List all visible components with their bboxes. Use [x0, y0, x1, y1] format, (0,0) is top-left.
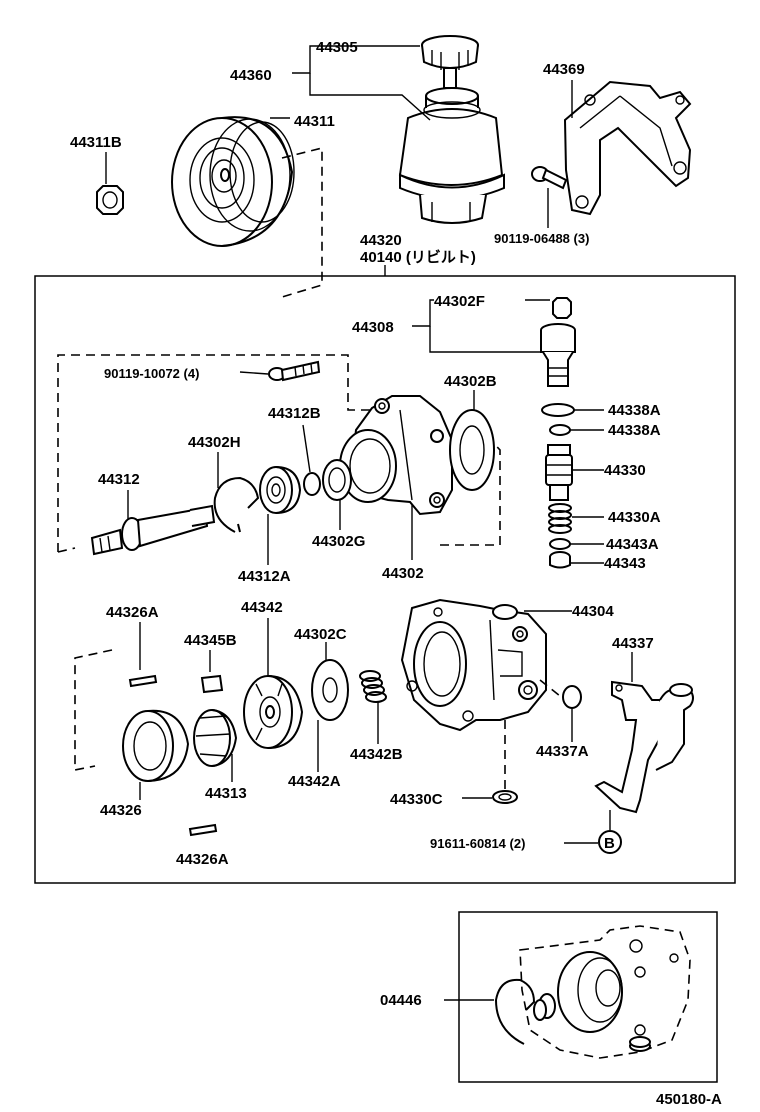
label-90119-06488: 90119-06488 (3)	[494, 231, 589, 246]
pulley	[171, 116, 295, 247]
label-44330: 44330	[604, 462, 646, 479]
suction-port	[594, 680, 694, 814]
label-44338A-2: 44338A	[608, 422, 661, 439]
label-44342B: 44342B	[350, 746, 403, 763]
label-44304: 44304	[572, 603, 614, 620]
label-44311B: 44311B	[70, 134, 122, 151]
label-44302B: 44302B	[444, 373, 497, 390]
label-44360: 44360	[230, 67, 272, 84]
leader-44312B	[302, 424, 311, 473]
label-44326: 44326	[100, 802, 142, 819]
label-44337: 44337	[612, 635, 654, 652]
cam-ring	[122, 709, 190, 782]
gasket	[449, 409, 495, 491]
label-44345B: 44345B	[184, 632, 237, 649]
label-44312B: 44312B	[268, 405, 321, 422]
label-44305: 44305	[316, 39, 358, 56]
label-44369: 44369	[543, 61, 585, 78]
front-group-dash-left	[57, 547, 76, 553]
label-44312: 44312	[98, 471, 140, 488]
label-44302F: 44302F	[434, 293, 485, 310]
diagram-code: 450180-A	[656, 1091, 722, 1108]
snap-ring-large	[213, 476, 260, 533]
label-44312A: 44312A	[238, 568, 291, 585]
label-44302G: 44302G	[312, 533, 365, 550]
cartridge-group-dash	[74, 649, 113, 771]
label-44326A-bottom: 44326A	[176, 851, 229, 868]
callout-b-circle	[598, 830, 622, 854]
label-44302: 44302	[382, 565, 424, 582]
seal-44330C	[492, 790, 518, 804]
label-44342A: 44342A	[288, 773, 341, 790]
label-44330C: 44330C	[390, 791, 443, 808]
bracket	[563, 80, 692, 216]
leader-90119-10072	[239, 371, 269, 375]
pulley-nut	[96, 185, 124, 215]
pin-44326A-bottom	[188, 823, 218, 837]
label-44342: 44342	[241, 599, 283, 616]
label-40140: 40140 (リビルト)	[360, 249, 476, 266]
label-44302H: 44302H	[188, 434, 241, 451]
reservoir-cap	[421, 35, 479, 89]
spring-44342B	[359, 670, 387, 703]
label-44343A: 44343A	[606, 536, 659, 553]
label-44326A-top: 44326A	[106, 604, 159, 621]
gasket-44302C	[311, 659, 349, 721]
valve-spring	[548, 503, 572, 534]
plug-44343	[549, 551, 571, 569]
leader-44360	[309, 73, 431, 121]
label-44337A: 44337A	[536, 743, 589, 760]
label-44343: 44343	[604, 555, 646, 572]
front-housing	[339, 395, 453, 516]
label-44311: 44311	[294, 113, 335, 130]
label-44313: 44313	[205, 785, 247, 802]
oil-seal	[322, 459, 352, 501]
reservoir-body	[398, 87, 505, 224]
leader-44305	[292, 45, 420, 74]
housing-bolt	[268, 360, 321, 382]
vane	[200, 674, 224, 694]
pulley-dash-link	[281, 146, 323, 298]
o-ring-44343A	[549, 538, 571, 550]
pin-44326A-top	[128, 674, 158, 688]
bracket-bolt	[531, 166, 568, 190]
label-44302C: 44302C	[294, 626, 347, 643]
bearing	[259, 466, 302, 514]
inset-kit	[494, 925, 691, 1059]
label-04446: 04446	[380, 992, 422, 1009]
label-44320: 44320	[360, 232, 402, 249]
rotor	[193, 709, 238, 767]
outlet-union	[540, 323, 576, 387]
front-group-dash-top	[57, 354, 395, 552]
flow-control-valve	[545, 444, 573, 501]
label-91611-60814: 91611-60814 (2)	[430, 836, 525, 851]
label-b: B	[604, 835, 615, 852]
rear-housing	[400, 598, 547, 732]
pump-shaft	[90, 504, 216, 556]
label-44338A-1: 44338A	[608, 402, 661, 419]
leader-44308	[429, 326, 540, 353]
label-44330A: 44330A	[608, 509, 661, 526]
o-ring-44337A	[562, 685, 582, 709]
union-nut	[552, 297, 572, 319]
plug-dash	[539, 679, 561, 697]
o-ring-44338A-2	[549, 424, 571, 436]
leader-44302F-bracket	[412, 299, 434, 327]
front-group-dash-right	[440, 419, 501, 546]
pressure-plate	[243, 675, 304, 749]
label-90119-10072: 90119-10072 (4)	[104, 366, 199, 381]
label-44308: 44308	[352, 319, 394, 336]
snap-ring-small	[303, 472, 321, 496]
inset-frame	[458, 911, 718, 1083]
o-ring-44338A-1	[541, 403, 575, 417]
